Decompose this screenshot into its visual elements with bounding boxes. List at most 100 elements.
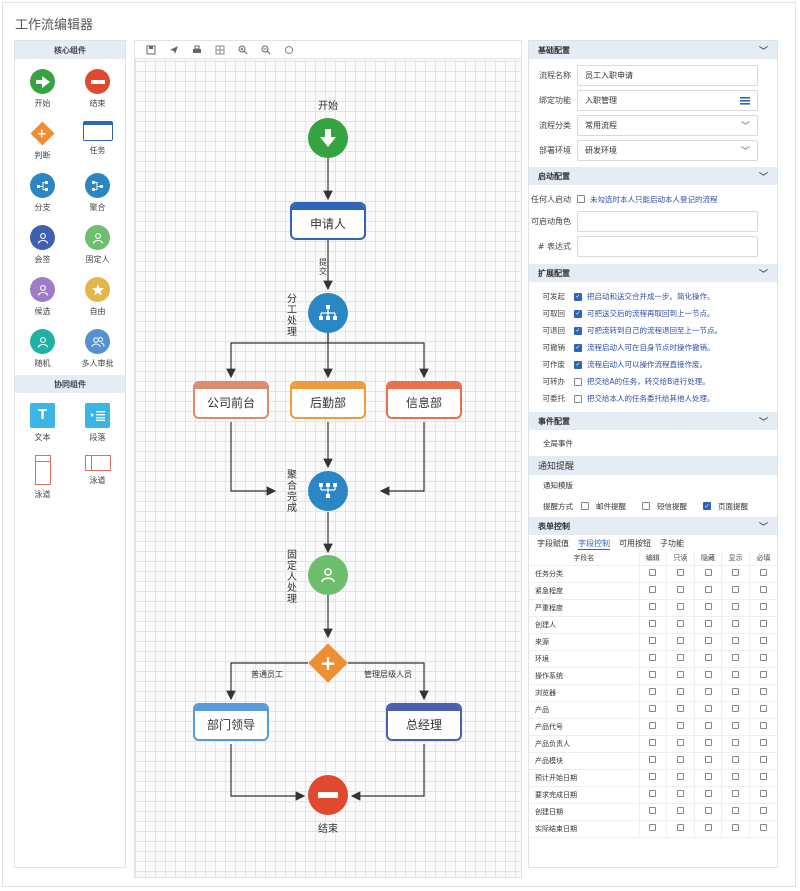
palette-item-task[interactable]: 任务 xyxy=(70,121,125,161)
palette-item-diamond-plus[interactable]: +判断 xyxy=(15,121,70,161)
field-permission-checkbox[interactable] xyxy=(704,569,712,576)
expression-input[interactable] xyxy=(577,236,758,257)
field-permission-checkbox[interactable] xyxy=(732,790,740,797)
ext-option-checkbox[interactable]: ✓ xyxy=(574,309,582,318)
dept-frontdesk-node[interactable]: 公司前台 xyxy=(193,381,269,419)
field-permission-checkbox[interactable] xyxy=(759,773,767,780)
field-permission-checkbox[interactable] xyxy=(676,756,684,763)
form-tab[interactable]: 字段控制 xyxy=(578,538,610,550)
ext-option-checkbox[interactable]: ✓ xyxy=(574,326,582,335)
form-tab[interactable]: 子功能 xyxy=(660,539,684,548)
field-permission-checkbox[interactable] xyxy=(649,756,657,763)
field-permission-checkbox[interactable] xyxy=(649,654,657,661)
field-permission-checkbox[interactable] xyxy=(676,620,684,627)
field-permission-checkbox[interactable] xyxy=(649,705,657,712)
field-permission-checkbox[interactable] xyxy=(759,705,767,712)
deploy-env-select[interactable]: 研发环境﹀ xyxy=(577,140,758,161)
ext-option-checkbox[interactable]: ✓ xyxy=(574,360,582,369)
field-permission-checkbox[interactable] xyxy=(649,620,657,627)
ext-option-checkbox[interactable]: ✓ xyxy=(574,292,582,301)
merge-node[interactable] xyxy=(308,471,348,511)
field-permission-checkbox[interactable] xyxy=(649,637,657,644)
global-event-row[interactable]: 全局事件 xyxy=(543,438,573,448)
field-permission-checkbox[interactable] xyxy=(649,603,657,610)
field-permission-checkbox[interactable] xyxy=(759,637,767,644)
field-permission-checkbox[interactable] xyxy=(649,722,657,729)
field-permission-checkbox[interactable] xyxy=(732,671,740,678)
page-notify-checkbox[interactable]: ✓ xyxy=(703,502,711,510)
field-permission-checkbox[interactable] xyxy=(704,688,712,695)
notify-template-row[interactable]: 通知模版 xyxy=(543,480,573,490)
field-permission-checkbox[interactable] xyxy=(732,824,740,831)
field-permission-checkbox[interactable] xyxy=(649,790,657,797)
palette-item-users[interactable]: 多人审批 xyxy=(70,329,125,369)
palette-item-star[interactable]: 自由 xyxy=(70,277,125,317)
field-permission-checkbox[interactable] xyxy=(704,620,712,627)
field-permission-checkbox[interactable] xyxy=(732,756,740,763)
flow-canvas[interactable]: 开始 申请人 提交 分工处理 公司前台 后勤部 信息部 聚合完成 固定人处理 +… xyxy=(134,40,522,878)
mail-notify-checkbox[interactable] xyxy=(581,502,589,510)
palette-item-lane-horizontal[interactable]: 泳道 xyxy=(70,455,125,500)
field-permission-checkbox[interactable] xyxy=(676,773,684,780)
dept-it-node[interactable]: 信息部 xyxy=(386,381,462,419)
process-name-input[interactable]: 员工入职申请 xyxy=(577,65,758,86)
palette-item-fork[interactable]: 分支 xyxy=(15,173,70,213)
palette-item-paragraph[interactable]: 段落 xyxy=(70,403,125,443)
field-permission-checkbox[interactable] xyxy=(704,586,712,593)
ext-option-checkbox[interactable] xyxy=(574,394,582,403)
field-permission-checkbox[interactable] xyxy=(759,824,767,831)
field-permission-checkbox[interactable] xyxy=(649,807,657,814)
palette-item-minus[interactable]: 结束 xyxy=(70,69,125,109)
field-permission-checkbox[interactable] xyxy=(676,654,684,661)
field-permission-checkbox[interactable] xyxy=(704,824,712,831)
field-permission-checkbox[interactable] xyxy=(649,671,657,678)
process-category-select[interactable]: 常用流程﹀ xyxy=(577,115,758,136)
field-permission-checkbox[interactable] xyxy=(676,688,684,695)
field-permission-checkbox[interactable] xyxy=(704,756,712,763)
palette-item-merge[interactable]: 聚合 xyxy=(70,173,125,213)
general-manager-node[interactable]: 总经理 xyxy=(386,703,462,741)
end-node[interactable] xyxy=(308,775,348,815)
zoom-in-icon[interactable] xyxy=(237,44,249,56)
field-permission-checkbox[interactable] xyxy=(649,824,657,831)
field-permission-checkbox[interactable] xyxy=(759,756,767,763)
field-permission-checkbox[interactable] xyxy=(676,790,684,797)
field-permission-checkbox[interactable] xyxy=(732,739,740,746)
field-permission-checkbox[interactable] xyxy=(704,739,712,746)
field-permission-checkbox[interactable] xyxy=(732,688,740,695)
field-permission-checkbox[interactable] xyxy=(759,620,767,627)
field-permission-checkbox[interactable] xyxy=(676,586,684,593)
field-permission-checkbox[interactable] xyxy=(649,739,657,746)
palette-item-lane-vertical[interactable]: 泳道 xyxy=(15,455,70,500)
field-permission-checkbox[interactable] xyxy=(732,637,740,644)
palette-item-user[interactable]: 会签 xyxy=(15,225,70,265)
field-permission-checkbox[interactable] xyxy=(649,688,657,695)
save-icon[interactable] xyxy=(145,44,157,56)
field-permission-checkbox[interactable] xyxy=(676,722,684,729)
start-node[interactable] xyxy=(308,118,348,158)
field-permission-checkbox[interactable] xyxy=(704,705,712,712)
field-permission-checkbox[interactable] xyxy=(704,637,712,644)
field-permission-checkbox[interactable] xyxy=(676,671,684,678)
zoom-out-icon[interactable] xyxy=(260,44,272,56)
palette-item-arrow-right[interactable]: 开始 xyxy=(15,69,70,109)
palette-item-user[interactable]: 候选 xyxy=(15,277,70,317)
field-permission-checkbox[interactable] xyxy=(704,722,712,729)
field-permission-checkbox[interactable] xyxy=(676,705,684,712)
grid-icon[interactable] xyxy=(214,44,226,56)
ext-config-header[interactable]: 扩展配置﹀ xyxy=(529,264,777,282)
field-permission-checkbox[interactable] xyxy=(759,739,767,746)
palette-item-user[interactable]: 固定人 xyxy=(70,225,125,265)
form-control-header[interactable]: 表单控制﹀ xyxy=(529,517,777,535)
field-permission-checkbox[interactable] xyxy=(732,705,740,712)
field-permission-checkbox[interactable] xyxy=(704,773,712,780)
start-role-input[interactable] xyxy=(577,211,758,232)
field-permission-checkbox[interactable] xyxy=(732,586,740,593)
ext-option-checkbox[interactable] xyxy=(574,377,582,386)
start-config-header[interactable]: 启动配置﹀ xyxy=(529,167,777,185)
field-permission-checkbox[interactable] xyxy=(759,790,767,797)
field-permission-checkbox[interactable] xyxy=(649,569,657,576)
anyone-start-checkbox[interactable] xyxy=(577,195,585,203)
field-permission-checkbox[interactable] xyxy=(732,722,740,729)
